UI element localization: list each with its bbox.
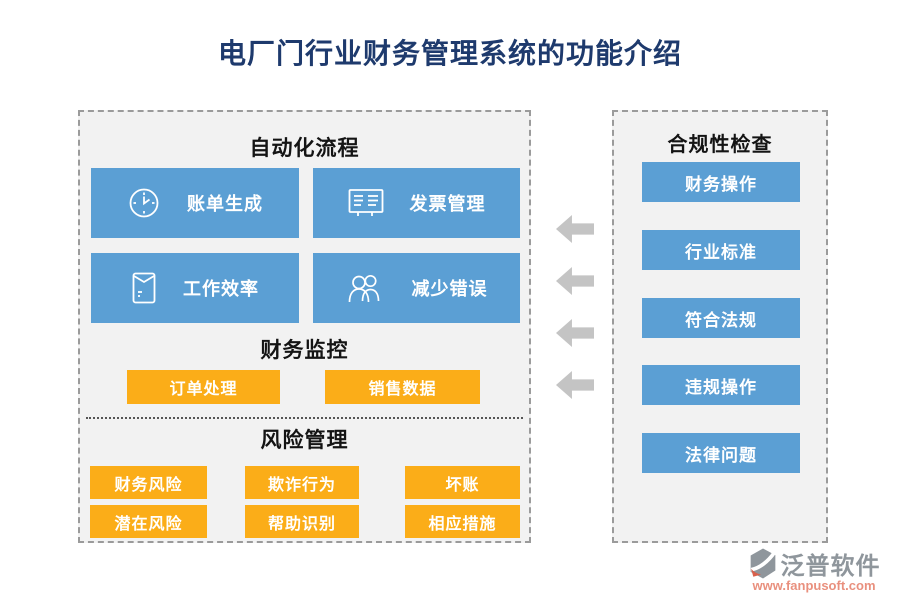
page-title: 电厂门行业财务管理系统的功能介绍: [217, 39, 682, 70]
node-sales-data: 销售数据: [325, 370, 480, 404]
node-label: 工作效率: [183, 279, 259, 299]
node-financial-risk: 财务风险: [90, 466, 207, 499]
section-header-compliance-check: 合规性检查: [667, 134, 773, 156]
users-icon: [346, 272, 386, 304]
brand-footer: 泛普软件 www.fanpusoft.com: [734, 546, 894, 593]
node-invoice-management: 发票管理: [313, 168, 520, 238]
node-bad-debt: 坏账: [405, 466, 520, 499]
clock-icon: [127, 186, 161, 220]
right-panel: 合规性检查 财务操作 行业标准 符合法规 违规操作 法律问题: [612, 110, 828, 543]
node-label: 账单生成: [187, 194, 263, 214]
node-help-identify: 帮助识别: [245, 505, 359, 538]
left-panel: 自动化流程 账单生成 发票管理: [78, 110, 531, 543]
left-arrow-icon: [556, 267, 594, 295]
node-violation-operations: 违规操作: [642, 365, 800, 405]
wallet-icon: [131, 271, 157, 305]
node-reduce-errors: 减少错误: [313, 253, 520, 323]
node-fraud-behavior: 欺诈行为: [245, 466, 359, 499]
node-bill-generation: 账单生成: [91, 168, 299, 238]
node-industry-standards: 行业标准: [642, 230, 800, 270]
node-order-processing: 订单处理: [127, 370, 280, 404]
node-response-measures: 相应措施: [405, 505, 520, 538]
node-financial-operations: 财务操作: [642, 162, 800, 202]
node-potential-risk: 潜在风险: [90, 505, 207, 538]
section-header-automation: 自动化流程: [249, 136, 360, 160]
node-label: 减少错误: [411, 279, 488, 299]
fanpu-logo-icon[interactable]: [748, 547, 778, 580]
dotted-divider: [86, 417, 523, 419]
left-arrow-icon: [556, 215, 594, 243]
section-header-finance-monitoring: 财务监控: [260, 338, 349, 362]
node-legal-issues: 法律问题: [642, 433, 800, 473]
brand-name[interactable]: 泛普软件: [780, 554, 881, 580]
invoice-icon: [348, 188, 384, 218]
left-arrow-icon: [556, 319, 594, 347]
brand-url[interactable]: www.fanpusoft.com: [752, 578, 876, 593]
node-work-efficiency: 工作效率: [91, 253, 299, 323]
node-regulatory-compliance: 符合法规: [642, 298, 800, 338]
left-arrow-icon: [556, 371, 594, 399]
node-label: 发票管理: [409, 194, 486, 214]
section-header-risk-management: 风险管理: [260, 428, 349, 452]
